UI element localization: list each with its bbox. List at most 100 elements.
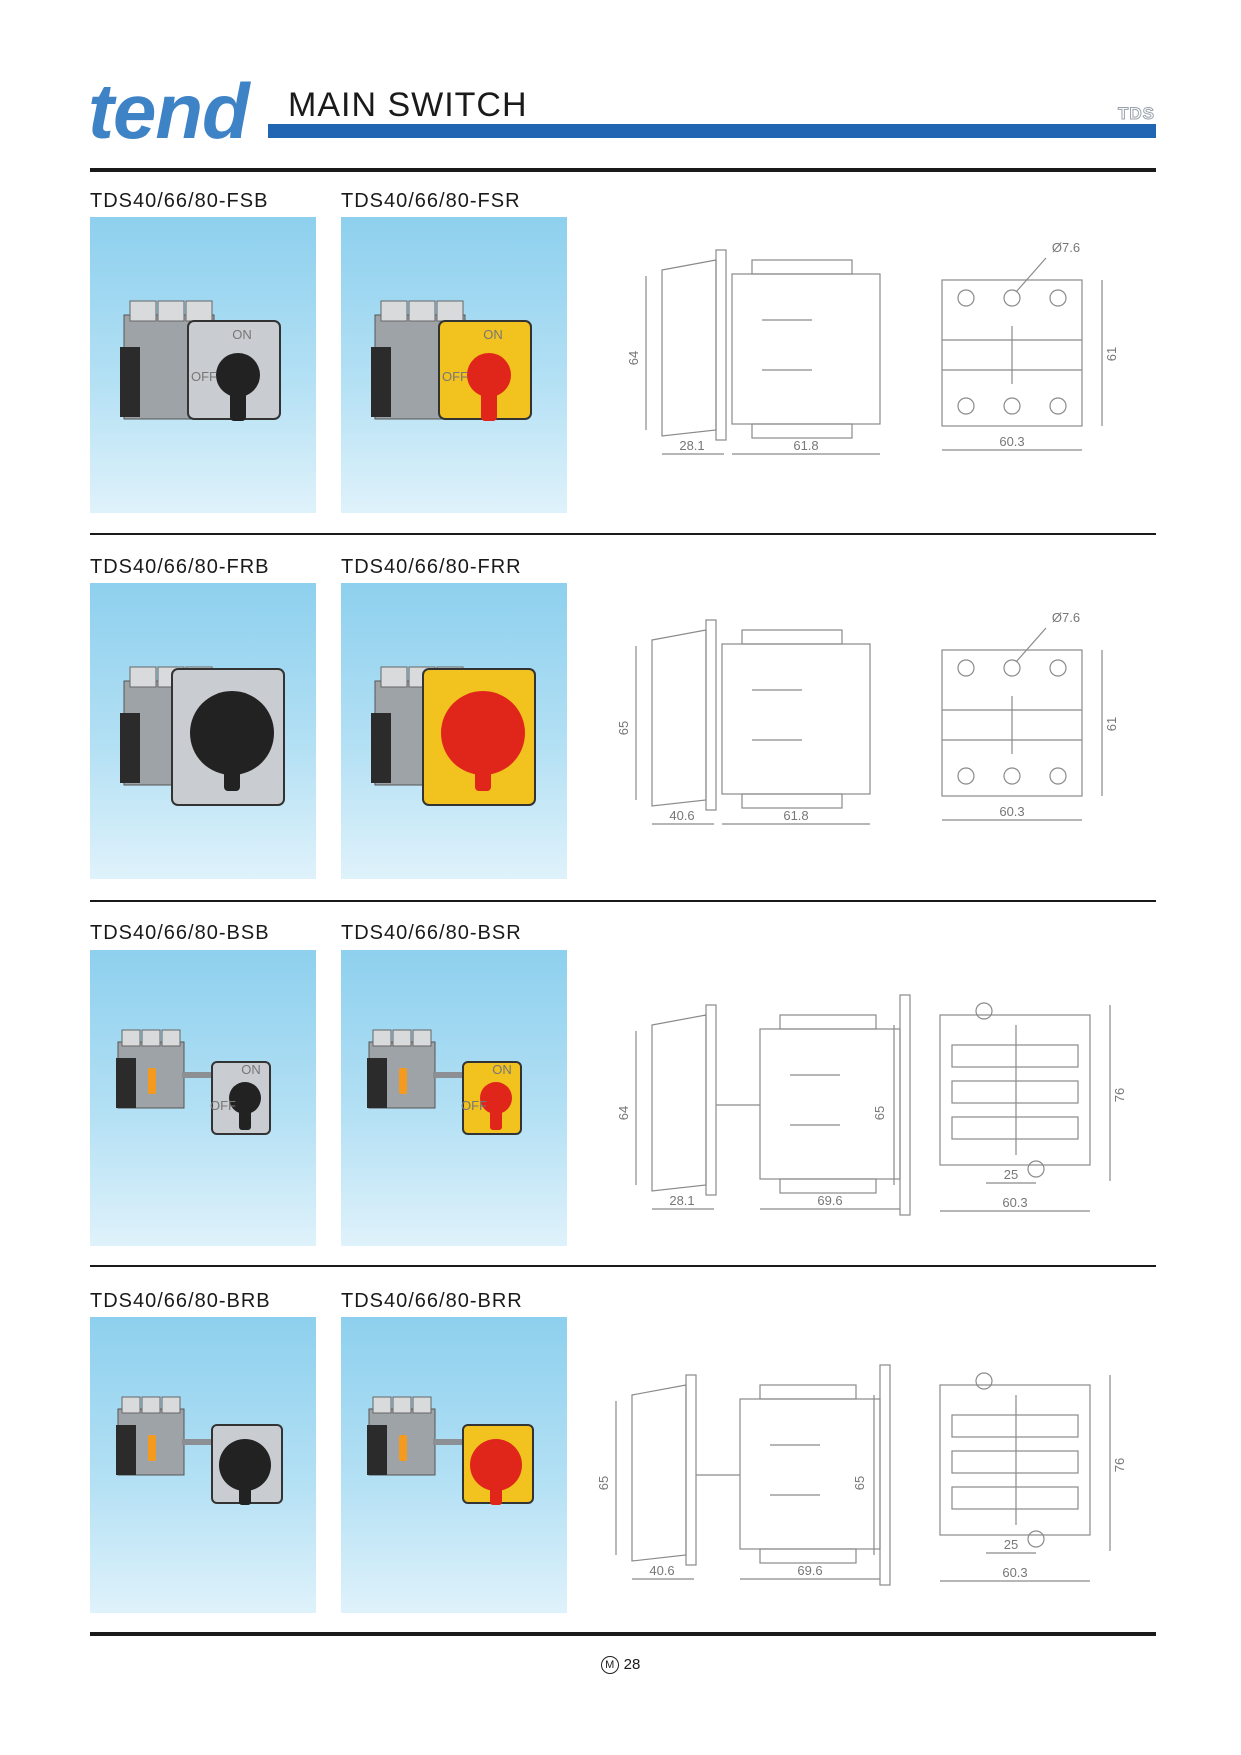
dimension-body: 61.8 — [783, 808, 808, 823]
section-divider — [90, 533, 1156, 535]
knob-label-off: OFF — [461, 1098, 487, 1113]
switch-side-panel — [120, 713, 140, 783]
terminal-block — [380, 300, 408, 322]
plate-outline — [705, 1004, 717, 1196]
screw-icon — [957, 397, 975, 415]
model-label: TDS40/66/80-FRR — [341, 556, 522, 578]
contact-block — [951, 1414, 1079, 1438]
body-top-outline — [751, 259, 853, 275]
terminal-block — [121, 1396, 141, 1414]
screw-icon — [1003, 289, 1021, 307]
switch-side-panel — [371, 713, 391, 783]
model-label: TDS40/66/80-BSB — [90, 922, 270, 944]
indicator — [148, 1068, 156, 1094]
dimension-width: 60.3 — [1002, 1565, 1027, 1580]
series-tag: TDS — [1118, 104, 1155, 124]
terminal-block — [392, 1029, 412, 1047]
dimension-height: 76 — [1112, 1458, 1127, 1472]
body-top-outline — [741, 629, 843, 645]
screw-icon — [957, 659, 975, 677]
extension-shaft — [182, 1439, 222, 1445]
terminal-block — [129, 300, 157, 322]
dimension-depth: 40.6 — [649, 1563, 674, 1578]
body-bottom-outline — [741, 793, 843, 809]
dimension-depth: 28.1 — [669, 1193, 694, 1208]
brand-mark-icon: M — [600, 1656, 619, 1675]
page-number: 28 — [623, 1656, 641, 1673]
knob-label-on: ON — [232, 327, 252, 342]
front-view — [941, 627, 1103, 821]
body-outline — [941, 649, 1083, 797]
contact-block — [951, 1486, 1079, 1510]
header-bar — [268, 124, 1156, 138]
body-outline — [939, 1014, 1091, 1166]
model-label: TDS40/66/80-BSR — [341, 922, 522, 944]
screw-icon — [957, 767, 975, 785]
body-top-outline — [759, 1384, 857, 1400]
switch-illustration — [120, 666, 285, 806]
body-outline — [739, 1398, 881, 1550]
dimension-depth: 28.1 — [679, 438, 704, 453]
body-bottom-outline — [779, 1178, 877, 1194]
dimension-height-2: 65 — [852, 1476, 867, 1490]
switch-side-panel — [367, 1425, 387, 1475]
extension-shaft — [433, 1439, 473, 1445]
screw-icon — [1049, 289, 1067, 307]
body-top-outline — [779, 1014, 877, 1030]
screw-icon — [1049, 397, 1067, 415]
switch-illustration — [116, 1396, 283, 1505]
plate-outline — [685, 1374, 697, 1566]
knob-handle — [481, 369, 497, 421]
side-view — [635, 994, 911, 1216]
terminal-block — [185, 300, 213, 322]
contact-block — [951, 1044, 1079, 1068]
body-outline — [731, 273, 881, 425]
front-view — [939, 1002, 1111, 1212]
dimension-height: 61 — [1104, 717, 1119, 731]
terminal-block — [161, 1396, 181, 1414]
dimension-height: 64 — [616, 1106, 631, 1120]
body-bottom-outline — [751, 423, 853, 439]
mount-hole-icon — [1027, 1530, 1045, 1548]
side-view — [635, 619, 871, 825]
contact-block — [951, 1080, 1079, 1104]
screw-icon — [957, 289, 975, 307]
product-photo — [341, 583, 567, 879]
side-view — [645, 249, 881, 455]
body-bottom-outline — [759, 1548, 857, 1564]
screw-icon — [1003, 397, 1021, 415]
dimension-mount: 25 — [1004, 1537, 1018, 1552]
leader-line — [1015, 627, 1047, 663]
dimension-body: 69.6 — [797, 1563, 822, 1578]
body-outline — [721, 643, 871, 795]
contact-block — [951, 1116, 1079, 1140]
terminal-block — [412, 1396, 432, 1414]
plate-outline — [705, 619, 717, 811]
switch-side-panel — [120, 347, 140, 417]
dimension-width: 60.3 — [999, 804, 1024, 819]
dimension-hole: Ø7.6 — [1052, 240, 1080, 255]
dimension-height: 65 — [616, 721, 631, 735]
product-photo — [341, 1317, 567, 1613]
dimension-height: 64 — [626, 351, 641, 365]
extension-shaft — [433, 1072, 473, 1078]
section-divider — [90, 900, 1156, 902]
knob-handle — [239, 1461, 251, 1505]
screw-icon — [1003, 659, 1021, 677]
knob-handle — [224, 727, 240, 791]
knob-handle — [490, 1461, 502, 1505]
terminal-block — [372, 1029, 392, 1047]
header-rule — [90, 168, 1156, 172]
rear-bracket-outline — [899, 994, 911, 1216]
screw-icon — [1049, 767, 1067, 785]
body-outline — [759, 1028, 901, 1180]
switch-side-panel — [116, 1058, 136, 1108]
dimension-mount: 25 — [1004, 1167, 1018, 1182]
switch-illustration — [367, 1396, 534, 1505]
